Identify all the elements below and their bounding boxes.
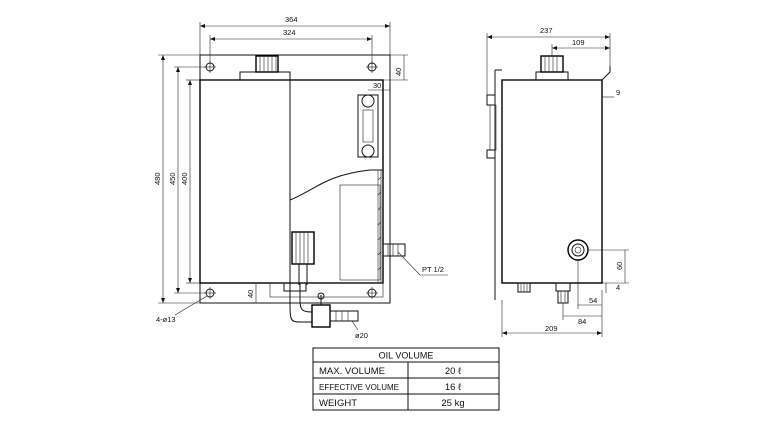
dim-top-lip: 9 (616, 88, 620, 97)
table-row-label: WEIGHT (319, 398, 357, 409)
dim-top-offset: 40 (394, 68, 403, 76)
dim-drain-offset-a: 54 (589, 296, 597, 305)
dim-port-offset: 4 (616, 283, 620, 292)
filler-cap (239, 55, 291, 81)
cutaway-section (289, 80, 383, 283)
dim-tank-height: 400 (180, 172, 189, 185)
dim-outlet-diameter: ø20 (355, 331, 368, 340)
dim-cap-offset: 109 (572, 38, 585, 47)
table-row-label: EFFECTIVE VOLUME (319, 383, 399, 392)
front-view (158, 22, 448, 331)
side-drain (517, 282, 531, 293)
level-gauge (357, 94, 379, 158)
outlet-valve (283, 282, 359, 328)
table-title: OIL VOLUME (379, 351, 434, 361)
table-row-label: MAX. VOLUME (319, 366, 385, 377)
dim-bolt-height: 450 (168, 172, 177, 185)
dim-overall-width: 364 (285, 15, 298, 24)
mounting-plate (199, 54, 391, 304)
side-filler-cap (535, 55, 569, 81)
return-port (382, 243, 406, 257)
dim-bolt-width: 324 (283, 28, 296, 37)
dim-base-depth: 209 (545, 324, 558, 333)
table-row-value: 25 kg (441, 398, 464, 409)
label-mount-holes: 4-ø13 (156, 315, 176, 324)
dim-overall-depth: 237 (540, 26, 553, 35)
front-dimensions (158, 22, 448, 331)
side-port (567, 239, 589, 261)
suction-strainer (291, 231, 315, 285)
dim-gauge-offset: 30 (373, 81, 381, 90)
dim-drain-offset-b: 84 (578, 317, 586, 326)
dim-bottom-offset: 40 (246, 290, 255, 298)
side-dimensions (486, 33, 629, 337)
dim-port-height: 60 (615, 262, 624, 270)
side-view (486, 33, 629, 337)
table-row-value: 16 ℓ (445, 382, 462, 393)
oil-volume-table: OIL VOLUME MAX. VOLUME 20 ℓ EFFECTIVE VO… (312, 347, 500, 411)
side-drain (555, 282, 571, 304)
table-row-value: 20 ℓ (445, 366, 462, 377)
dim-overall-height: 480 (153, 172, 162, 185)
label-port: PT 1/2 (422, 265, 444, 274)
